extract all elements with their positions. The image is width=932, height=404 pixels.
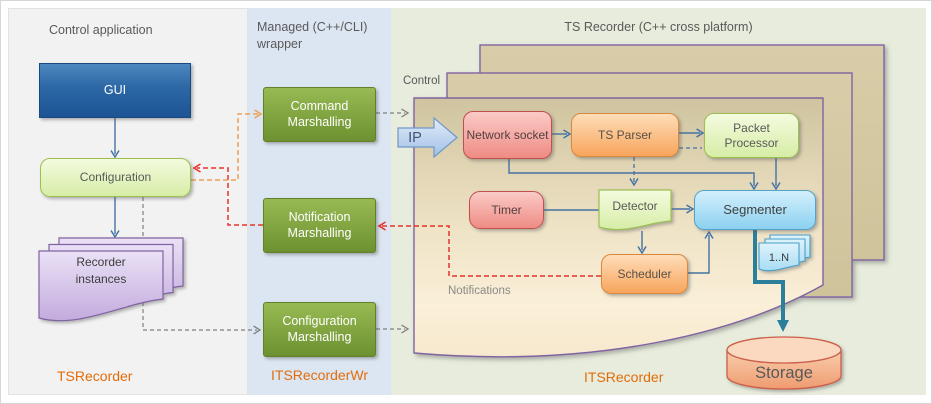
notifications-label: Notifications: [448, 285, 511, 297]
panel-title-wrapper-line2: wrapper: [257, 37, 303, 51]
recorder-instances-line2: instances: [75, 272, 127, 286]
configuration-node: Configuration: [40, 158, 191, 197]
network-socket-node: Network socket: [463, 111, 552, 159]
footer-itsrecorder: ITSRecorder: [584, 369, 664, 385]
command-marshalling-node: Command Marshalling: [263, 87, 376, 142]
control-stack-label: Control: [403, 75, 441, 87]
scheduler-node: Scheduler: [601, 254, 688, 294]
timer-node: Timer: [469, 191, 544, 229]
panel-title-wrapper-line1: Managed (C++/CLI): [257, 20, 368, 34]
recorder-instances-line1: Recorder: [76, 255, 126, 269]
detector-node: Detector: [612, 199, 658, 213]
notification-marshalling-node: Notification Marshalling: [263, 198, 376, 253]
panel-title-control-application: Control application: [49, 23, 153, 37]
packet-processor-node: Packet Processor: [704, 113, 799, 158]
ts-parser-node: TS Parser: [571, 113, 679, 157]
footer-itsrecorderwr: ITSRecorderWr: [271, 367, 368, 383]
configuration-marshalling-node: Configuration Marshalling: [263, 302, 376, 357]
gui-node: GUI: [39, 63, 191, 118]
footer-tsrecorder: TSRecorder: [57, 368, 133, 384]
segmenter-node: Segmenter: [694, 190, 816, 230]
recorder-instances-label: Recorder instances: [39, 254, 163, 288]
panel-title-ts-recorder: TS Recorder (C++ cross platform): [564, 20, 753, 34]
